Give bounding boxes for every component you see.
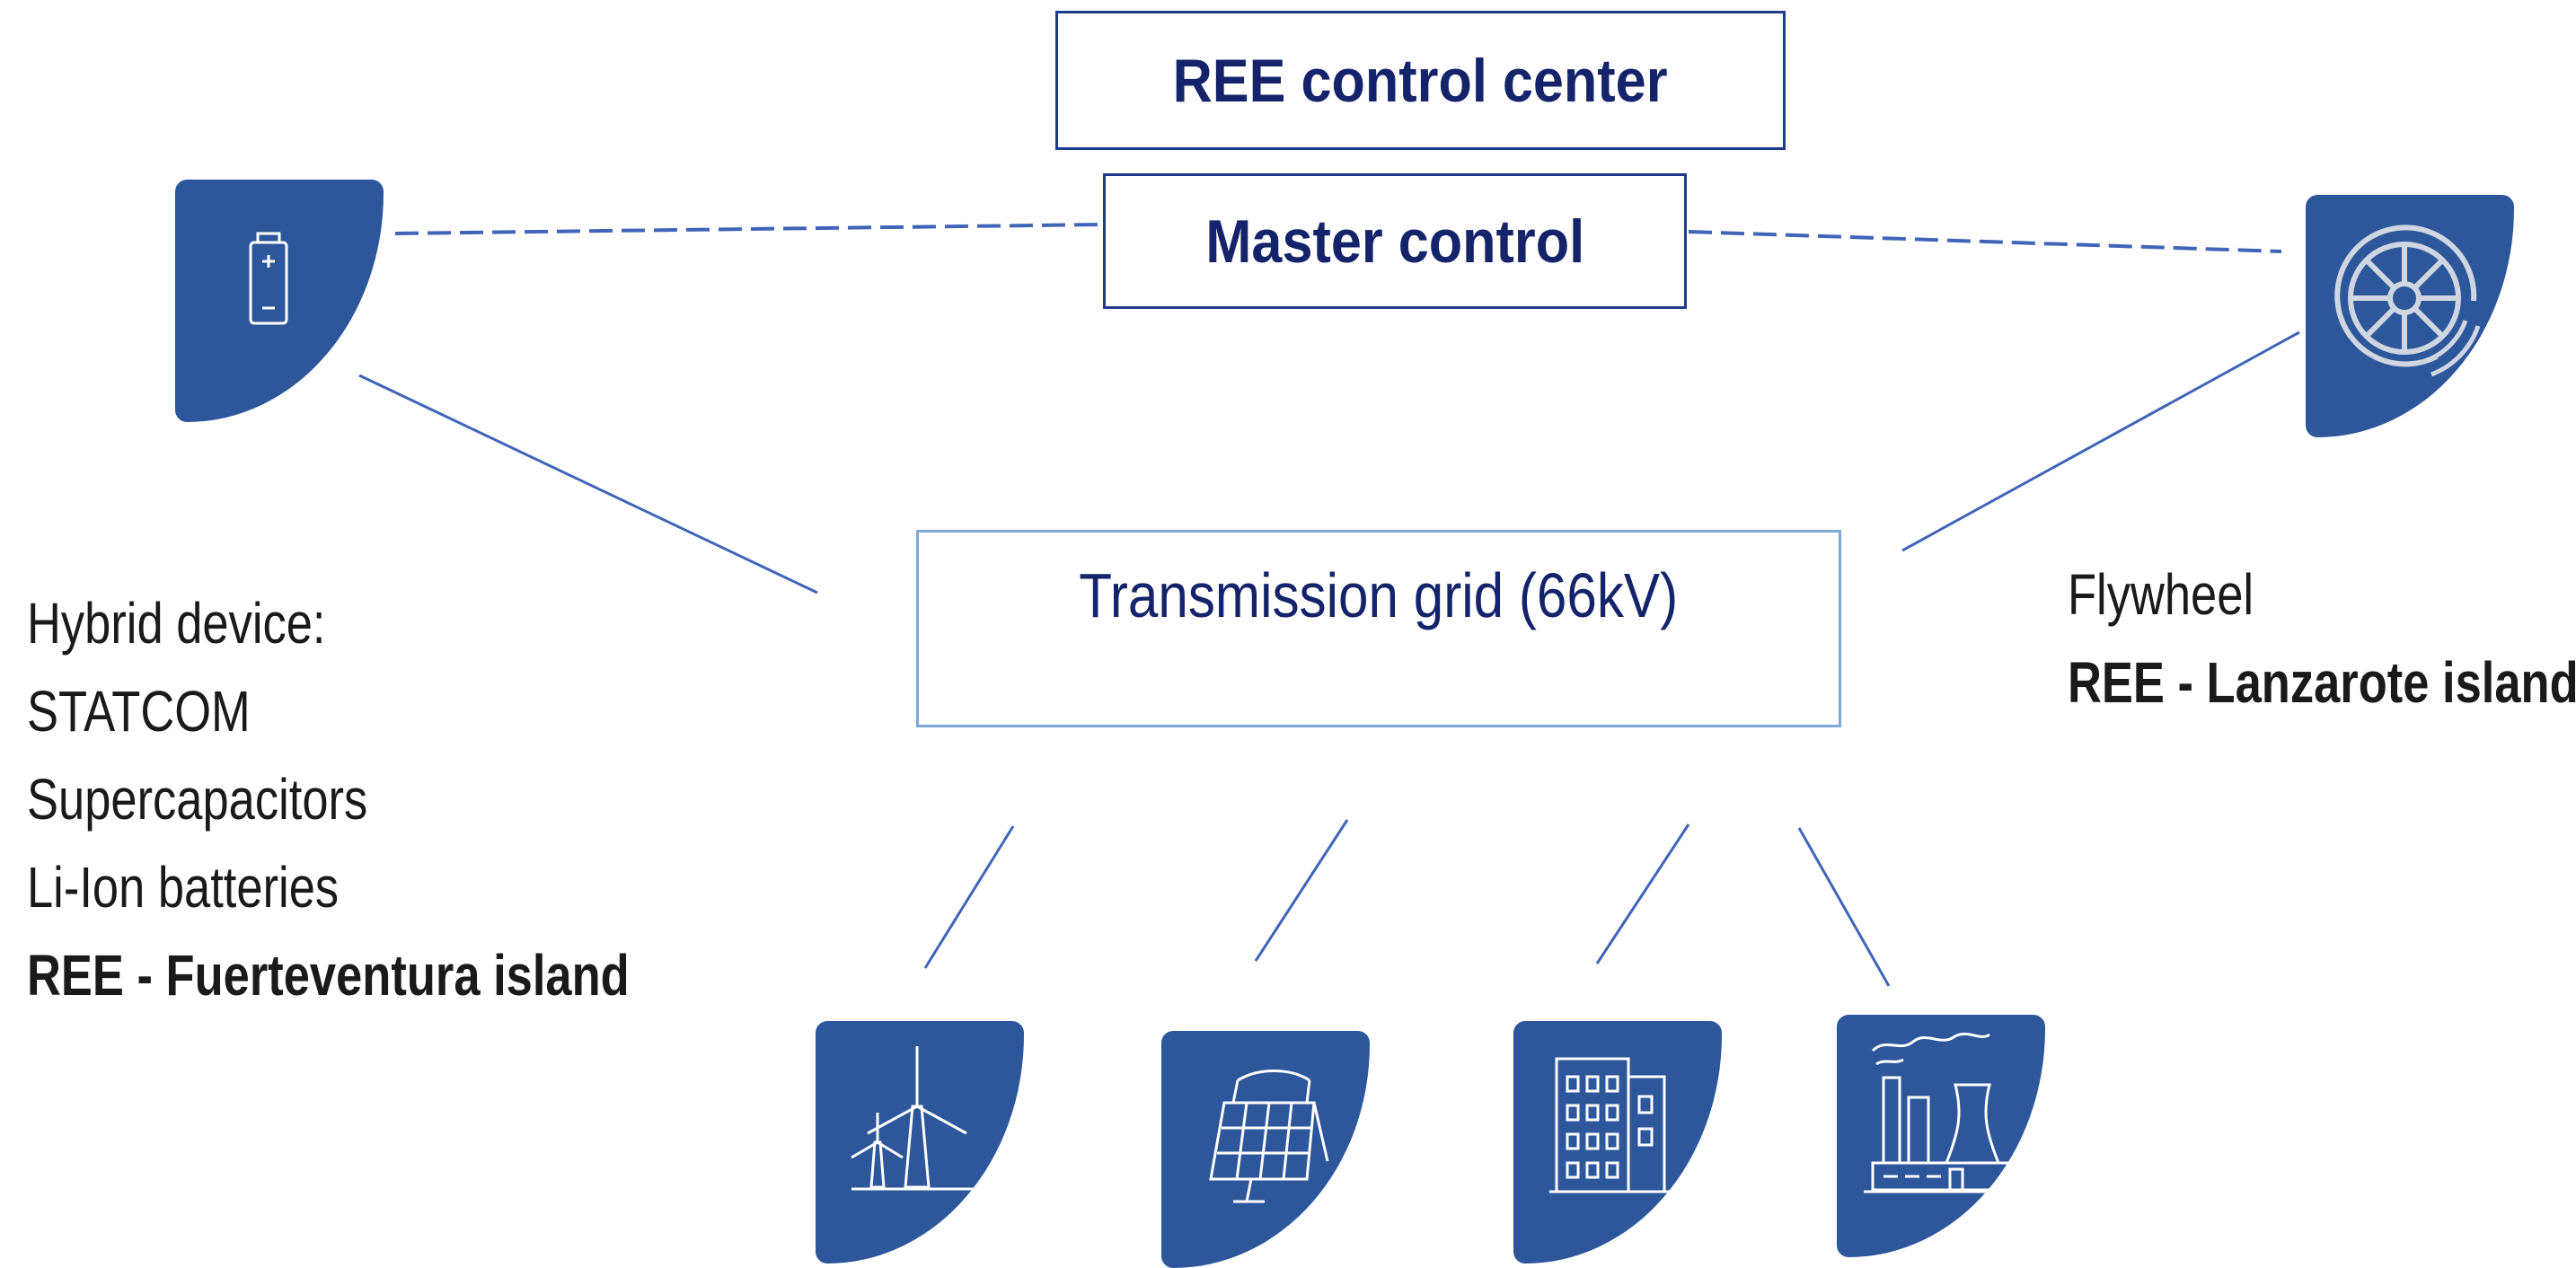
wind-turbine-tile	[816, 1021, 1024, 1264]
transmission-grid-box: Transmission grid (66kV)	[916, 530, 1841, 727]
hybrid-device-line: Hybrid device:	[27, 591, 326, 656]
flywheel-line: Flywheel	[2068, 562, 2254, 627]
link-battery-grid	[358, 374, 818, 594]
supercapacitors-line: Supercapacitors	[27, 767, 368, 832]
flywheel-tile	[2306, 195, 2514, 437]
factory-tile	[1837, 1015, 2045, 1257]
transmission-grid-label: Transmission grid (66kV)	[1079, 560, 1679, 630]
link-grid-building	[1595, 823, 1690, 964]
building-icon	[1549, 1057, 1675, 1193]
building-tile	[1513, 1021, 1722, 1264]
wind-turbine-icon	[851, 1046, 986, 1191]
link-grid-factory	[1797, 827, 1891, 987]
solar-panel-tile	[1161, 1031, 1370, 1268]
dashed-link-battery-master	[394, 223, 1106, 235]
control-center-label: REE control center	[1173, 46, 1668, 115]
master-control-label: Master control	[1205, 207, 1584, 276]
control-center-box: REE control center	[1055, 11, 1786, 150]
link-grid-wind	[923, 825, 1015, 969]
link-grid-solar	[1254, 819, 1349, 962]
li-ion-batteries-line: Li-Ion batteries	[27, 855, 340, 920]
solar-panel-icon	[1209, 1070, 1329, 1203]
battery-tile	[175, 180, 384, 422]
statcom-line: STATCOM	[27, 679, 251, 744]
fuerteventura-location: REE - Fuerteventura island	[27, 943, 630, 1008]
link-flywheel-grid	[1901, 330, 2300, 552]
flywheel-icon	[2334, 225, 2481, 377]
dashed-link-master-flywheel	[1688, 230, 2282, 253]
master-control-box: Master control	[1103, 173, 1687, 309]
battery-icon	[249, 232, 288, 325]
factory-icon	[1864, 1032, 2016, 1193]
hybrid-device-label: Hybrid device: STATCOM Supercapacitors L…	[27, 579, 762, 1019]
lanzarote-location: REE - Lanzarote island	[2068, 650, 2576, 715]
flywheel-label: Flywheel REE - Lanzarote island	[2068, 550, 2576, 726]
